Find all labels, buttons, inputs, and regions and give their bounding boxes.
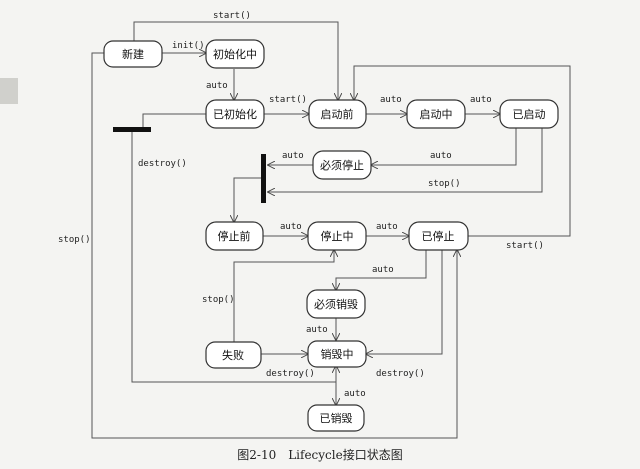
state-destroyed-label: 已销毁 — [320, 411, 353, 425]
state-stop-prep-label: 停止前 — [218, 229, 251, 243]
state-must-destroy-label: 必须销毁 — [314, 297, 358, 311]
sync-bar-horizontal — [113, 127, 151, 132]
label-stop-right: stop() — [428, 179, 461, 189]
edge-failed-stop-to-stopping — [233, 250, 334, 342]
state-new: 新建 — [103, 40, 163, 68]
state-new-label: 新建 — [122, 47, 144, 61]
edge-initialized-to-sync — [142, 113, 206, 127]
edge-stopped-start-to-starting-prep — [354, 65, 571, 237]
state-starting-prep-label: 启动前 — [321, 107, 354, 121]
label-auto-destroying: auto — [306, 325, 328, 335]
label-start-bottom: start() — [506, 241, 544, 251]
state-stopping: 停止中 — [307, 221, 367, 251]
state-stop-prep: 停止前 — [205, 221, 264, 251]
edge-new-stop-far-left — [91, 52, 457, 439]
state-initializing: 初始化中 — [205, 39, 265, 69]
state-initializing-label: 初始化中 — [213, 47, 257, 61]
state-failed: 失败 — [205, 341, 262, 369]
state-destroying-label: 销毁中 — [321, 347, 354, 361]
label-auto-init: auto — [206, 81, 228, 91]
state-must-stop-label: 必须停止 — [320, 158, 364, 172]
label-destroy-bottom-right: destroy() — [376, 369, 425, 379]
state-initialized: 已初始化 — [205, 99, 265, 129]
edge-sync-to-stop-prep — [234, 177, 261, 222]
state-stopped-label: 已停止 — [422, 229, 455, 243]
label-start-mid: start() — [269, 95, 307, 105]
state-must-stop: 必须停止 — [312, 150, 372, 180]
label-stop-far-left: stop() — [58, 235, 91, 245]
state-starting-label: 启动中 — [420, 108, 453, 121]
figure-caption: 图2-10 Lifecycle接口状态图 — [237, 448, 403, 462]
state-starting-prep: 启动前 — [308, 99, 367, 129]
label-auto-must-stop-left: auto — [282, 151, 304, 161]
label-auto-stopping: auto — [280, 222, 302, 232]
state-initialized-label: 已初始化 — [213, 107, 257, 121]
state-destroying: 销毁中 — [307, 340, 367, 368]
sync-bar-vertical — [261, 154, 266, 203]
edge-started-stop-to-sync — [268, 128, 543, 192]
state-started: 已启动 — [499, 99, 559, 129]
label-start-top: start() — [213, 11, 251, 21]
label-auto-starting: auto — [380, 95, 402, 105]
label-destroy-left: destroy() — [138, 159, 187, 169]
label-auto-must-destroy: auto — [372, 265, 394, 275]
page-edge-tab — [0, 78, 18, 104]
edge-started-to-must-stop — [371, 128, 517, 165]
label-auto-final: auto — [344, 389, 366, 399]
state-must-destroy: 必须销毁 — [306, 289, 366, 319]
label-auto-started: auto — [470, 95, 492, 105]
state-stopping-label: 停止中 — [321, 229, 354, 243]
label-stop-failed: stop() — [202, 295, 235, 305]
edge-new-to-starting-prep — [133, 21, 338, 100]
edge-stopped-to-must-destroy — [336, 250, 427, 290]
edge-stopped-destroy-to-destroying — [366, 250, 443, 354]
state-destroyed: 已销毁 — [307, 404, 365, 432]
state-stopped: 已停止 — [408, 221, 469, 251]
state-failed-label: 失败 — [222, 348, 244, 362]
state-started-label: 已启动 — [513, 108, 546, 121]
label-destroy-bottom-left: destroy() — [266, 369, 315, 379]
label-auto-stopped: auto — [376, 222, 398, 232]
label-init: init() — [172, 41, 205, 51]
label-auto-must-stop-right: auto — [430, 151, 452, 161]
state-starting: 启动中 — [406, 99, 466, 129]
